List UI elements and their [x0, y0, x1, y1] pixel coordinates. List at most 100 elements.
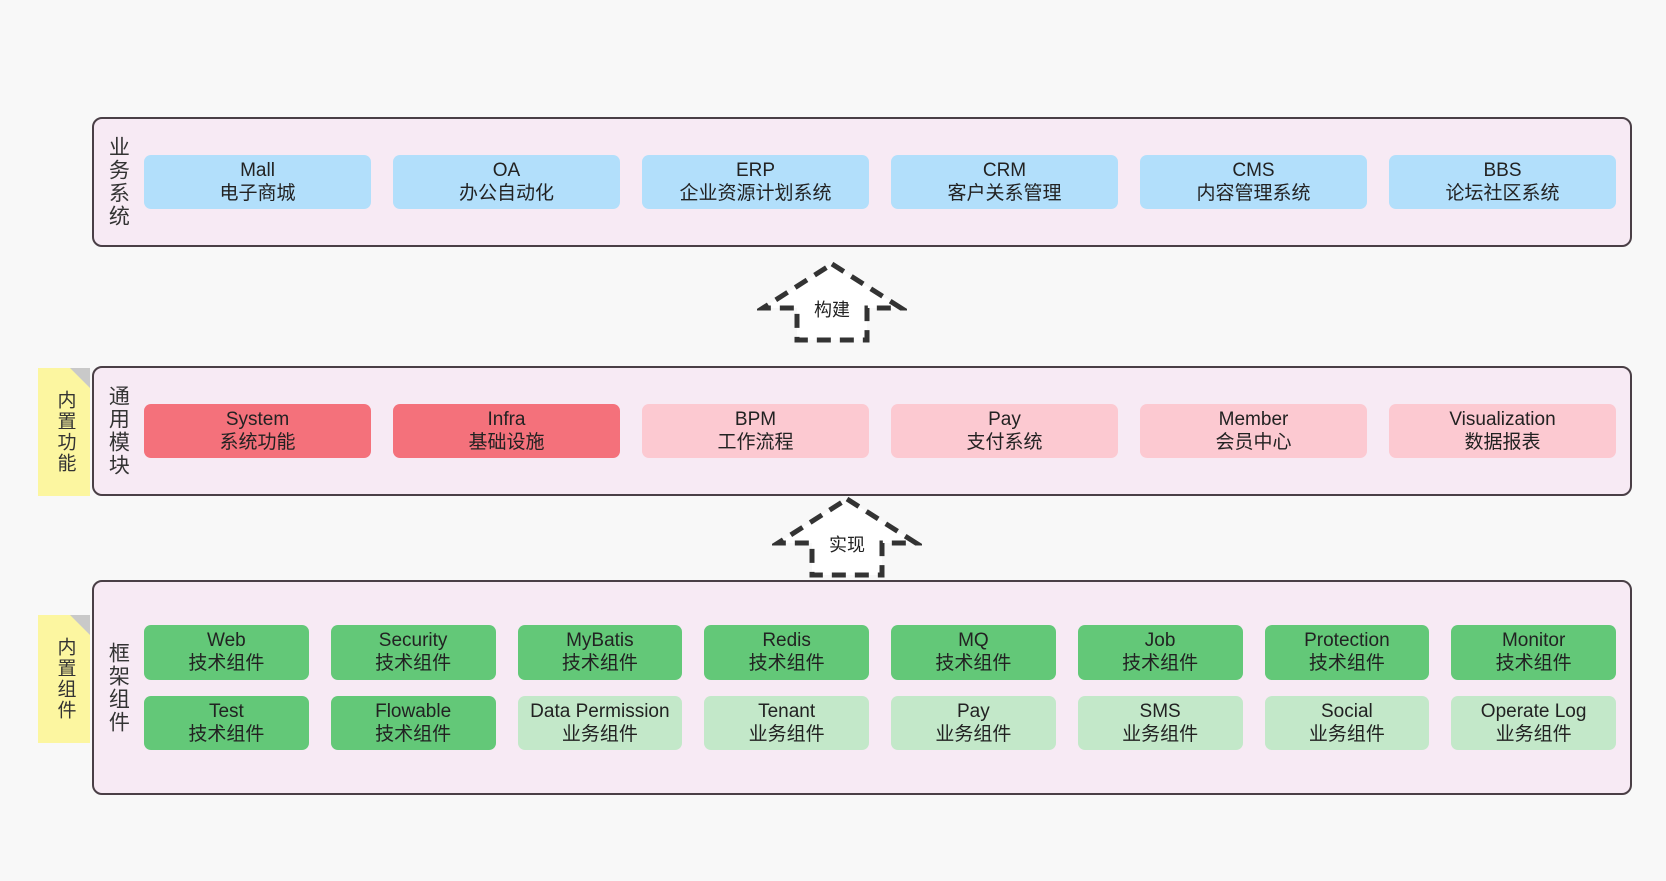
card-subtitle: 工作流程: [717, 432, 794, 453]
component-card-operate-log[interactable]: Operate Log 业务组件: [1451, 695, 1616, 750]
layer-row: Mall 电子商城 OA 办公自动化 ERP 企业资源计划系统 CRM 客户关系…: [144, 154, 1616, 210]
module-card-infra[interactable]: Infra 基础设施: [393, 403, 620, 459]
implement-arrow: 实现: [769, 493, 925, 581]
card-subtitle: 技术组件: [188, 723, 265, 745]
card-title: OA: [492, 159, 521, 181]
module-card-bpm[interactable]: BPM 工作流程: [642, 403, 869, 459]
card-title: Operate Log: [1480, 700, 1587, 722]
component-card-protection[interactable]: Protection 技术组件: [1264, 625, 1430, 680]
card-subtitle: 技术组件: [1308, 653, 1385, 675]
card-title: Protection: [1304, 630, 1390, 652]
card-subtitle: 技术组件: [1495, 653, 1572, 675]
build-arrow: 构建: [754, 258, 910, 346]
card-subtitle: 办公自动化: [458, 183, 554, 204]
layer-title-framework-component: 框架组件: [106, 641, 130, 734]
component-card-data-permission[interactable]: Data Permission 业务组件: [517, 695, 683, 750]
layer-body-framework-component: Web 技术组件 Security 技术组件 MyBatis 技术组件 Redi…: [140, 582, 1630, 793]
card-title: Tenant: [758, 700, 816, 722]
card-subtitle: 系统功能: [219, 432, 296, 453]
card-subtitle: 电子商城: [219, 183, 296, 204]
card-subtitle: 支付系统: [966, 432, 1043, 453]
card-title: Mall: [240, 159, 275, 181]
layer-row: Web 技术组件 Security 技术组件 MyBatis 技术组件 Redi…: [144, 625, 1616, 680]
implement-arrow-label: 实现: [829, 535, 865, 555]
module-card-visualization[interactable]: Visualization 数据报表: [1389, 403, 1616, 459]
common-module-layer: 通用模块 System 系统功能 Infra 基础设施 BPM 工作流程 Pay…: [92, 366, 1632, 496]
component-card-job[interactable]: Job 技术组件: [1077, 625, 1243, 680]
card-title: MyBatis: [566, 630, 634, 652]
card-title: Test: [208, 700, 244, 722]
card-subtitle: 数据报表: [1464, 432, 1541, 453]
card-subtitle: 技术组件: [1122, 653, 1199, 675]
card-subtitle: 技术组件: [748, 653, 825, 675]
card-title: Pay: [957, 700, 990, 722]
note-builtin-component: 内置组件: [38, 615, 90, 743]
card-subtitle: 技术组件: [375, 653, 452, 675]
card-title: Monitor: [1501, 630, 1566, 652]
card-title: System: [225, 408, 290, 430]
module-card-system[interactable]: System 系统功能: [144, 403, 371, 459]
component-card-tenant[interactable]: Tenant 业务组件: [704, 695, 869, 750]
component-card-pay[interactable]: Pay 业务组件: [891, 695, 1056, 750]
card-title: BBS: [1483, 159, 1522, 181]
component-card-web[interactable]: Web 技术组件: [144, 625, 309, 680]
card-subtitle: 企业资源计划系统: [679, 183, 832, 204]
layer-title-common-module: 通用模块: [106, 385, 130, 477]
card-subtitle: 业务组件: [561, 723, 638, 745]
card-title: Web: [207, 630, 246, 652]
layer-body-business-system: Mall 电子商城 OA 办公自动化 ERP 企业资源计划系统 CRM 客户关系…: [140, 119, 1630, 245]
component-card-social[interactable]: Social 业务组件: [1264, 695, 1430, 750]
card-title: SMS: [1139, 700, 1181, 722]
module-card-bbs[interactable]: BBS 论坛社区系统: [1389, 154, 1616, 210]
component-card-sms[interactable]: SMS 业务组件: [1077, 695, 1243, 750]
card-subtitle: 业务组件: [935, 723, 1012, 745]
implement-arrow-shape: [769, 496, 925, 578]
card-title: Redis: [762, 630, 811, 652]
card-title: Visualization: [1449, 408, 1556, 430]
module-card-erp[interactable]: ERP 企业资源计划系统: [642, 154, 869, 210]
card-title: Job: [1144, 630, 1176, 652]
module-card-oa[interactable]: OA 办公自动化: [393, 154, 620, 210]
card-subtitle: 业务组件: [1122, 723, 1199, 745]
note-builtin-function: 内置功能: [38, 368, 90, 496]
component-card-mybatis[interactable]: MyBatis 技术组件: [517, 625, 683, 680]
component-card-flowable[interactable]: Flowable 技术组件: [330, 695, 496, 750]
layer-title-business-system: 业务系统: [106, 136, 130, 228]
component-card-test[interactable]: Test 技术组件: [144, 695, 309, 750]
component-card-redis[interactable]: Redis 技术组件: [704, 625, 869, 680]
card-title: Flowable: [375, 700, 452, 722]
card-title: Security: [378, 630, 448, 652]
card-subtitle: 技术组件: [561, 653, 638, 675]
module-card-cms[interactable]: CMS 内容管理系统: [1140, 154, 1367, 210]
card-subtitle: 业务组件: [1308, 723, 1385, 745]
card-subtitle: 内容管理系统: [1196, 183, 1311, 204]
module-card-member[interactable]: Member 会员中心: [1140, 403, 1367, 459]
card-subtitle: 论坛社区系统: [1445, 183, 1560, 204]
build-arrow-shape: [754, 261, 910, 343]
module-card-mall[interactable]: Mall 电子商城: [144, 154, 371, 210]
card-subtitle: 技术组件: [375, 723, 452, 745]
card-title: CMS: [1232, 159, 1275, 181]
card-title: MQ: [958, 630, 989, 652]
card-subtitle: 会员中心: [1215, 432, 1292, 453]
card-title: Member: [1218, 408, 1289, 430]
layer-row: Test 技术组件 Flowable 技术组件 Data Permission …: [144, 695, 1616, 750]
card-title: CRM: [982, 159, 1027, 181]
card-title: Data Permission: [530, 700, 670, 722]
build-arrow-label: 构建: [814, 300, 850, 320]
card-subtitle: 技术组件: [188, 653, 265, 675]
module-card-crm[interactable]: CRM 客户关系管理: [891, 154, 1118, 210]
component-card-mq[interactable]: MQ 技术组件: [891, 625, 1056, 680]
framework-component-layer: 框架组件 Web 技术组件 Security 技术组件 MyBatis 技术组件…: [92, 580, 1632, 795]
card-title: BPM: [734, 408, 777, 430]
card-subtitle: 技术组件: [935, 653, 1012, 675]
business-system-layer: 业务系统 Mall 电子商城 OA 办公自动化 ERP 企业资源计划系统 CRM…: [92, 117, 1632, 247]
component-card-security[interactable]: Security 技术组件: [330, 625, 496, 680]
layer-body-common-module: System 系统功能 Infra 基础设施 BPM 工作流程 Pay 支付系统…: [140, 368, 1630, 494]
card-subtitle: 业务组件: [1495, 723, 1572, 745]
component-card-monitor[interactable]: Monitor 技术组件: [1451, 625, 1616, 680]
card-title: Pay: [988, 408, 1021, 430]
module-card-pay[interactable]: Pay 支付系统: [891, 403, 1118, 459]
card-title: Infra: [487, 408, 526, 430]
